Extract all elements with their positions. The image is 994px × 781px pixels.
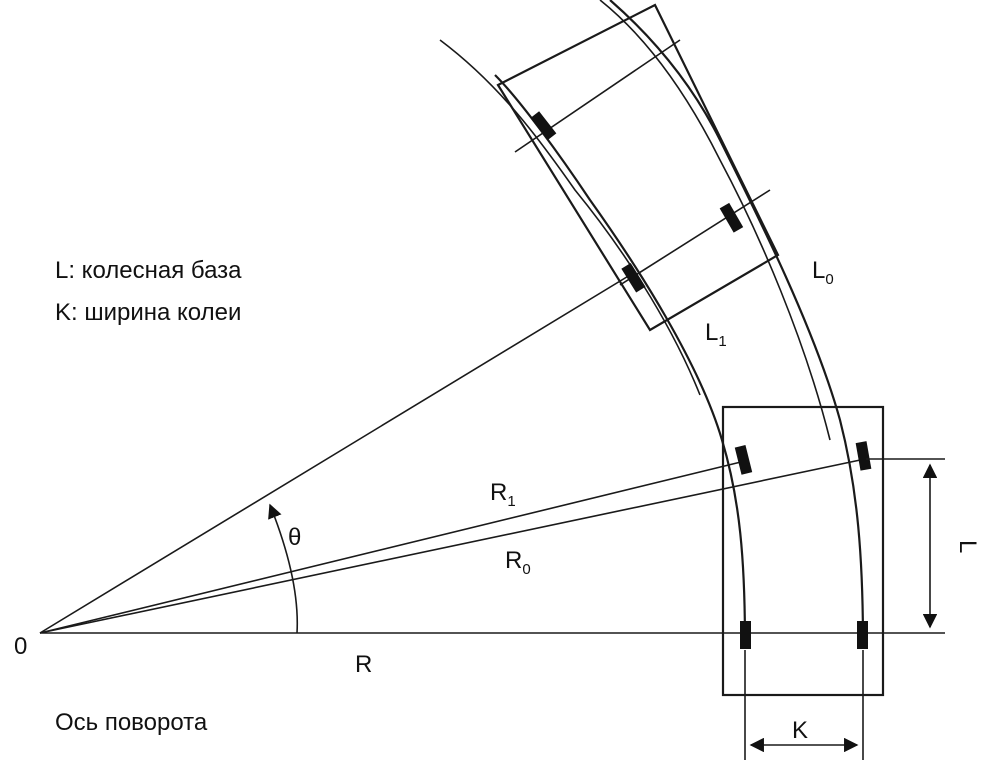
radius-label: R: [355, 651, 372, 678]
front-axle-2: [619, 189, 771, 286]
angle-theta-arc: [268, 503, 299, 634]
front-body-box: [496, 3, 780, 332]
wheel-front-b: [719, 202, 744, 233]
origin-label: 0: [14, 633, 27, 660]
radius-line-r0: [39, 458, 866, 634]
radius-inner-label: R1: [490, 479, 516, 510]
legend-wheelbase: L: колесная база: [55, 257, 242, 284]
track-dim-label: K: [792, 717, 808, 744]
wheel-mid-outer: [855, 441, 872, 471]
wheelbase-dim-label: L: [954, 540, 981, 553]
rotation-axis-label: Ось поворота: [55, 709, 208, 736]
front-axle-1: [514, 39, 681, 153]
legend-track: K: ширина колеи: [55, 299, 241, 326]
outer-wheel-path: [609, 0, 865, 646]
inner-wheel-path: [494, 74, 747, 646]
radius-line-front: [39, 271, 636, 634]
arc-inner-label: L1: [705, 319, 727, 350]
radius-outer-label: R0: [505, 547, 531, 578]
inner-arc-extra: [439, 39, 701, 396]
wheel-rear-inner: [740, 621, 751, 649]
wheel-mid-inner: [734, 444, 753, 475]
wheel-rear-outer: [857, 621, 868, 649]
rear-body-box: [721, 405, 885, 697]
wheel-front-a: [621, 262, 646, 293]
outer-arc-extra: [599, 0, 831, 441]
angle-theta-label: θ: [288, 524, 301, 551]
radius-line-r1: [39, 460, 746, 634]
wheel-front-c: [530, 111, 557, 141]
arc-outer-label: L0: [812, 257, 834, 288]
